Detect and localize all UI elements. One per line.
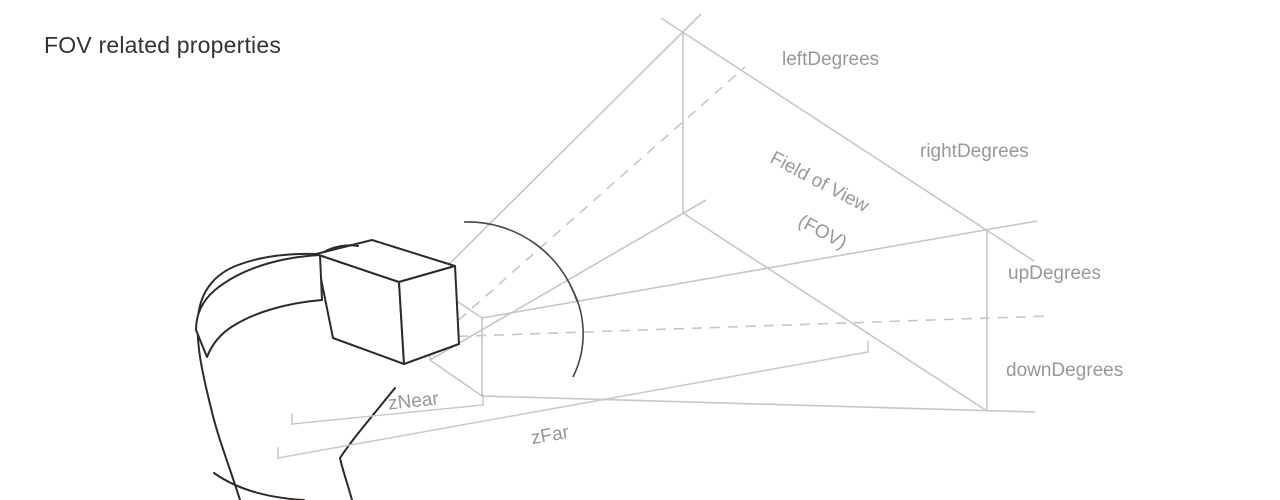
measurement-brackets <box>277 341 869 459</box>
neck-base-line <box>213 472 305 500</box>
diagram-labels: leftDegrees rightDegrees upDegrees downD… <box>387 49 1123 449</box>
label-up-degrees: upDegrees <box>1008 263 1101 284</box>
center-axis-dashed-line <box>439 315 1049 338</box>
horizontal-fov-arc <box>463 221 578 302</box>
frustum-edge-bottom-right <box>481 395 1036 413</box>
headset-strap <box>195 254 323 358</box>
fov-angle-arcs <box>463 221 584 378</box>
frustum-edge-top-right <box>481 220 1038 319</box>
label-field-of-view: Field of View <box>766 148 872 218</box>
label-right-degrees: rightDegrees <box>920 141 1029 162</box>
vr-headset-front-face <box>398 265 460 365</box>
strap-clip-line <box>323 244 359 253</box>
page-title: FOV related properties <box>44 32 282 58</box>
label-left-degrees: leftDegrees <box>782 49 879 70</box>
frustum-edge-top-left <box>429 13 702 284</box>
label-zfar: zFar <box>530 422 572 449</box>
label-down-degrees: downDegrees <box>1006 360 1123 381</box>
view-frustum <box>429 13 1049 413</box>
upper-center-dashed-line <box>444 66 746 333</box>
zfar-bracket-line <box>277 351 869 459</box>
vertical-fov-arc <box>569 284 584 378</box>
label-fov-abbrev: (FOV) <box>795 211 851 254</box>
head-with-headset <box>195 239 460 500</box>
jaw-line <box>339 387 396 500</box>
far-plane-bottom-edge <box>682 212 988 412</box>
znear-bracket-line <box>291 404 484 425</box>
far-plane-top-edge <box>660 17 1035 262</box>
